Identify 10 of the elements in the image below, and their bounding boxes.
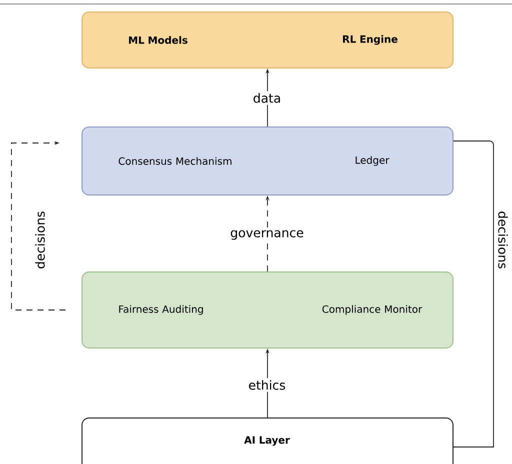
edge-label: decisions <box>496 208 510 272</box>
edge-label: data <box>250 91 284 105</box>
edge-label: decisions <box>33 208 47 272</box>
layer-box: AI Layer <box>82 418 454 464</box>
edge-label: governance <box>228 228 306 242</box>
layer-box: Consensus Mechanism Ledger <box>82 126 454 196</box>
edge-label: ethics <box>246 378 288 392</box>
layer-box: Fairness Auditing Compliance Monitor <box>82 272 454 348</box>
layer-box: ML Models RL Engine <box>82 12 454 68</box>
arrow <box>11 141 66 310</box>
